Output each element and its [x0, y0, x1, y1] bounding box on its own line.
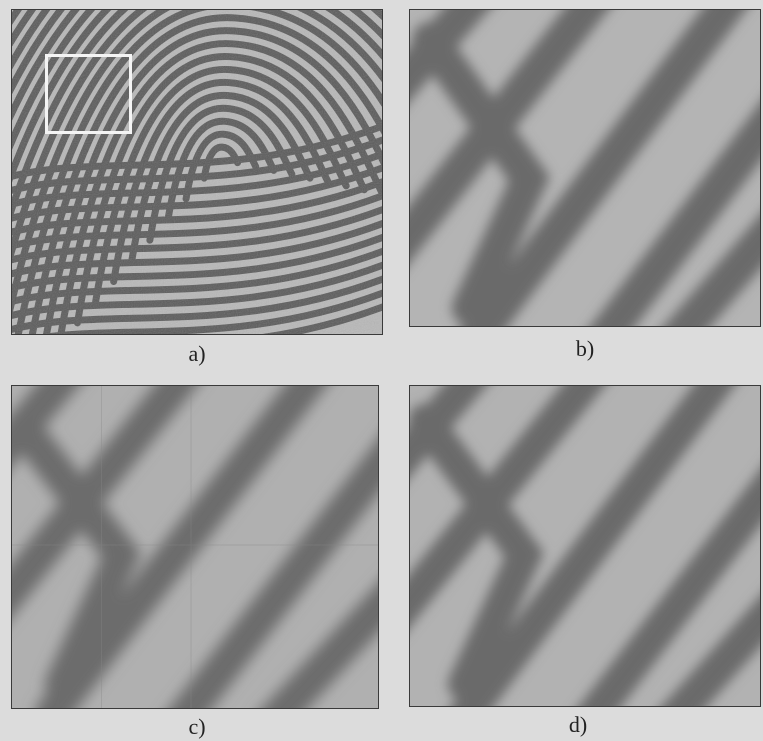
zoomed-ridges-c — [12, 386, 378, 708]
fingerprint-ridges — [12, 10, 382, 334]
panel-d-reconstruction — [409, 385, 761, 707]
caption-d: d) — [568, 712, 588, 737]
inset-selection-box — [45, 54, 132, 134]
caption-c: c) — [188, 714, 206, 739]
panel-c-reconstruction — [11, 385, 379, 709]
panel-a-fingerprint-image — [11, 9, 383, 335]
zoomed-ridges-b — [410, 10, 760, 326]
panel-b-zoomed-patch — [409, 9, 761, 327]
zoomed-ridges-d — [410, 386, 760, 706]
caption-b: b) — [575, 336, 595, 361]
caption-a: a) — [188, 341, 206, 366]
